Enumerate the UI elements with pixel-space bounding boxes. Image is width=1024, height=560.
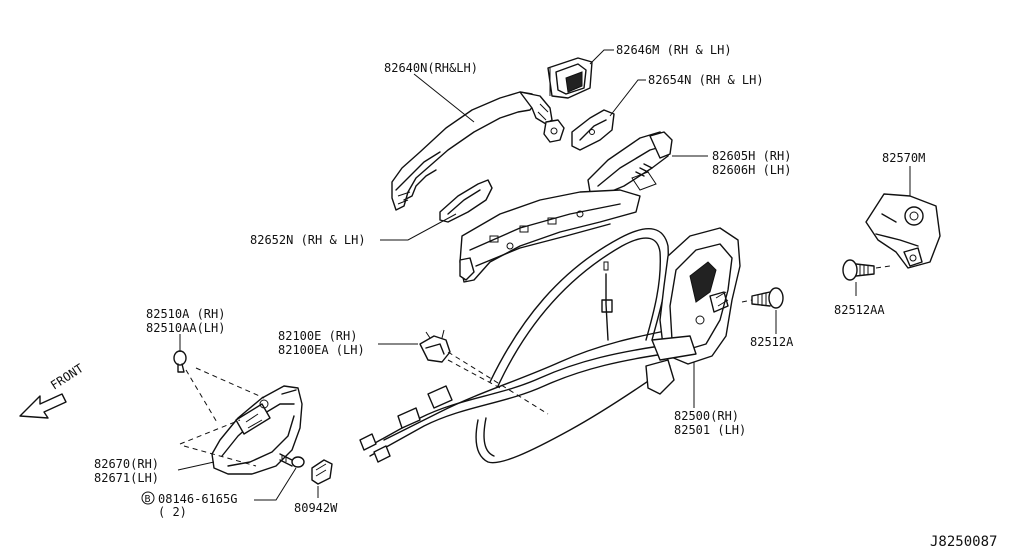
bolt-marker: B [145,494,151,505]
inside-handle [211,385,303,475]
front-escutcheon [439,179,493,223]
label-82512AA: 82512AA [834,303,885,317]
label-82510AA: 82510AA(LH) [146,321,225,335]
rear-escutcheon [571,109,615,151]
leader-lines [177,49,911,501]
clip-80942W [311,459,333,485]
drawing-number: J8250087 [930,534,997,550]
door-striker [865,193,941,269]
front-label: FRONT [48,361,86,392]
front-arrow: FRONT [19,361,86,419]
door-lock-actuator [645,227,741,395]
label-82606H: 82606H (LH) [712,163,791,177]
bolt [279,453,305,468]
label-82570M: 82570M [882,151,925,165]
label-80942W: 80942W [294,501,338,515]
handle-cap [547,57,593,99]
lock-cables [359,228,671,464]
screw-inside-handle [173,350,187,373]
label-bolt-qty: ( 2) [158,505,187,519]
label-82510A: 82510A (RH) [146,307,225,321]
outside-handle [391,91,565,211]
label-82670: 82670(RH) [94,457,159,471]
screw-lock [751,287,784,309]
assembly-lines [179,265,891,467]
circled-letter-icon [141,491,155,505]
screw-striker [842,259,875,281]
arrow-left-down-icon [19,393,67,419]
label-82605H: 82605H (RH) [712,149,791,163]
label-08146-6165G: 08146-6165G [158,492,237,506]
handle-bracket [459,131,673,283]
label-82640N: 82640N(RH&LH) [384,61,478,75]
label-82512A: 82512A [750,335,794,349]
label-82500: 82500(RH) [674,409,739,423]
label-82100E: 82100E (RH) [278,329,357,343]
part-labels: 82640N(RH&LH) 82646M (RH & LH) 82654N (R… [94,43,997,550]
label-82100EA: 82100EA (LH) [278,343,365,357]
label-82654N: 82654N (RH & LH) [648,73,764,87]
label-82652N: 82652N (RH & LH) [250,233,366,247]
label-82671: 82671(LH) [94,471,159,485]
label-82646M: 82646M (RH & LH) [616,43,732,57]
rod-clip [419,329,451,363]
label-82501: 82501 (LH) [674,423,746,437]
